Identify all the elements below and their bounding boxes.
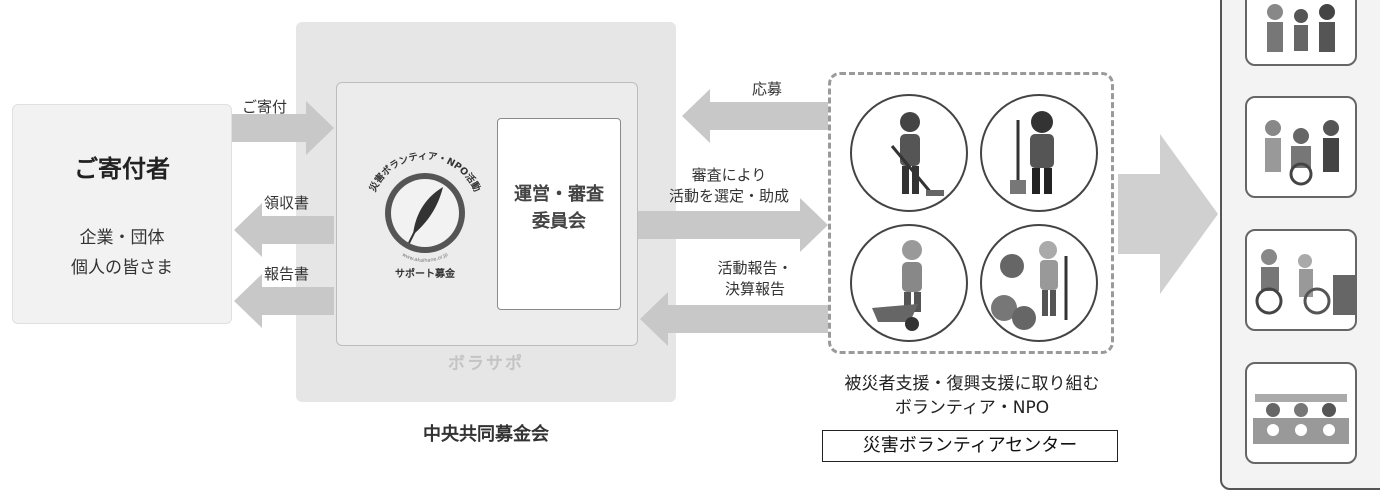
volunteer-sweeping-illustration: [850, 94, 968, 212]
donor-line-2: 個人の皆さま: [71, 258, 173, 278]
red-feather-logo: 災害ボランティア・NPO活動 www.akaihane.or.jp サポート募金: [366, 151, 483, 280]
arrow-receipt: [234, 203, 334, 257]
label-select-fund: 審査により 活動を選定・助成: [634, 165, 824, 207]
npo-line-1: 被災者支援・復興支援に取り組む: [844, 374, 1100, 394]
arrow-apply: [682, 89, 828, 143]
label-report: 報告書: [264, 265, 310, 283]
logo-arc-bottom: サポート募金: [395, 267, 456, 280]
arrow-select-fund: [638, 198, 828, 252]
label-activity-report: 活動報告・ 決算報告: [660, 258, 850, 300]
label-receipt: 領収書: [264, 194, 310, 212]
volunteer-shovel-illustration: [980, 94, 1098, 212]
borasapo-box: 災害ボランティア・NPO活動 www.akaihane.or.jp サポート募金…: [336, 82, 638, 346]
donor-line-1: 企業・団体: [79, 228, 165, 248]
label-activity-line-1: 活動報告・: [717, 259, 793, 277]
label-select-line-2: 活動を選定・助成: [668, 187, 789, 205]
volunteer-center-label: 災害ボランティアセンター: [822, 430, 1118, 462]
beneficiary-wheelchair-illustration: [1245, 229, 1357, 331]
label-activity-line-2: 決算報告: [724, 280, 785, 298]
volunteer-garden-illustration: [980, 224, 1098, 342]
donor-title: ご寄付者: [74, 155, 170, 183]
arrow-activity-report: [640, 292, 828, 346]
feather-stem: [408, 226, 418, 244]
committee-label: 運営・審査 委員会: [498, 181, 620, 235]
npo-group-box: [828, 72, 1114, 354]
central-chest-label: 中央共同募金会: [423, 424, 549, 445]
committee-line-1: 運営・審査: [514, 184, 604, 205]
borasapo-label: ボラサポ: [448, 354, 524, 374]
volunteer-wheelbarrow-illustration: [850, 224, 968, 342]
label-select-line-1: 審査により: [691, 166, 767, 184]
committee-box: 運営・審査 委員会: [497, 118, 621, 310]
label-donation: ご寄付: [242, 98, 288, 116]
arrow-donation: [232, 101, 334, 155]
beneficiary-shelter-illustration: [1245, 362, 1357, 464]
arrow-support: [1118, 134, 1218, 294]
beneficiary-family-illustration: [1245, 0, 1357, 66]
label-apply: 応募: [752, 80, 783, 98]
beneficiary-elderly-illustration: [1245, 96, 1357, 198]
npo-description: 被災者支援・復興支援に取り組む ボランティア・NPO: [790, 372, 1154, 420]
npo-line-2: ボランティア・NPO: [894, 398, 1050, 418]
arrow-report: [234, 274, 334, 328]
committee-line-2: 委員会: [532, 211, 586, 232]
feather-icon: [413, 187, 443, 235]
donor-box: ご寄付者 企業・団体 個人の皆さま: [12, 104, 232, 324]
